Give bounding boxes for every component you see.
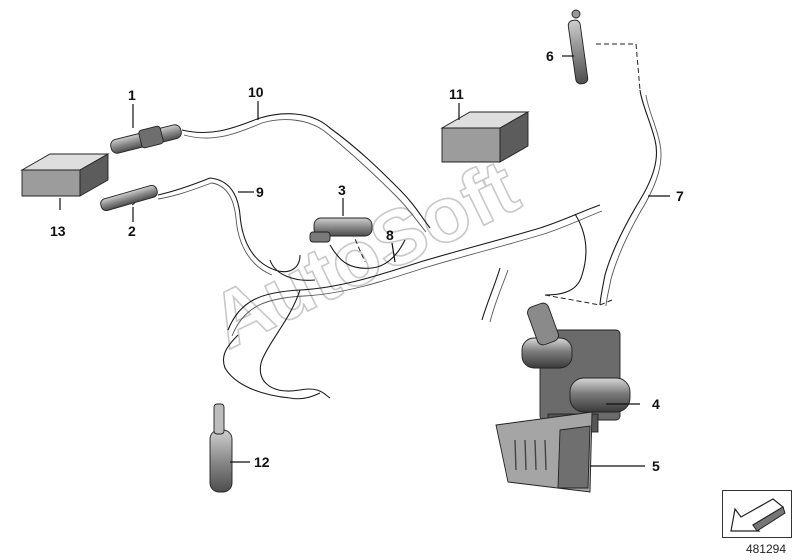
part-1-cylinder[interactable]: [109, 123, 182, 154]
part-12-tube[interactable]: [209, 403, 233, 493]
callout-11[interactable]: 11: [449, 86, 464, 102]
arrow-down-left-icon: [730, 498, 786, 532]
drawing-number: 481294: [745, 542, 786, 556]
callout-2[interactable]: 2: [128, 223, 136, 239]
callout-12[interactable]: 12: [254, 454, 270, 470]
callout-6[interactable]: 6: [546, 48, 554, 64]
callout-1[interactable]: 1: [128, 87, 136, 103]
part-13-box[interactable]: [20, 153, 110, 197]
part-6-cylinder[interactable]: [567, 9, 589, 85]
part-4-hydraulic-pump[interactable]: [521, 301, 631, 433]
callout-labels: 1 2 3 4 5 6 7 8 9 10 11 12 13: [50, 48, 684, 474]
part-3-cylinder[interactable]: [309, 217, 373, 243]
callout-5[interactable]: 5: [652, 458, 660, 474]
callout-13[interactable]: 13: [50, 223, 66, 239]
callout-9[interactable]: 9: [256, 184, 264, 200]
part-2-cylinder[interactable]: [99, 184, 158, 212]
part-5-bracket-tray[interactable]: [495, 411, 593, 493]
hose-lines: [131, 43, 662, 400]
part-11-box[interactable]: [440, 111, 530, 163]
callout-4[interactable]: 4: [652, 396, 660, 412]
callout-3[interactable]: 3: [338, 182, 346, 198]
callout-7[interactable]: 7: [676, 188, 684, 204]
callout-8[interactable]: 8: [386, 227, 394, 243]
nav-arrow-button[interactable]: [722, 490, 792, 538]
leader-lines: [59, 55, 670, 467]
callout-10[interactable]: 10: [248, 84, 264, 100]
